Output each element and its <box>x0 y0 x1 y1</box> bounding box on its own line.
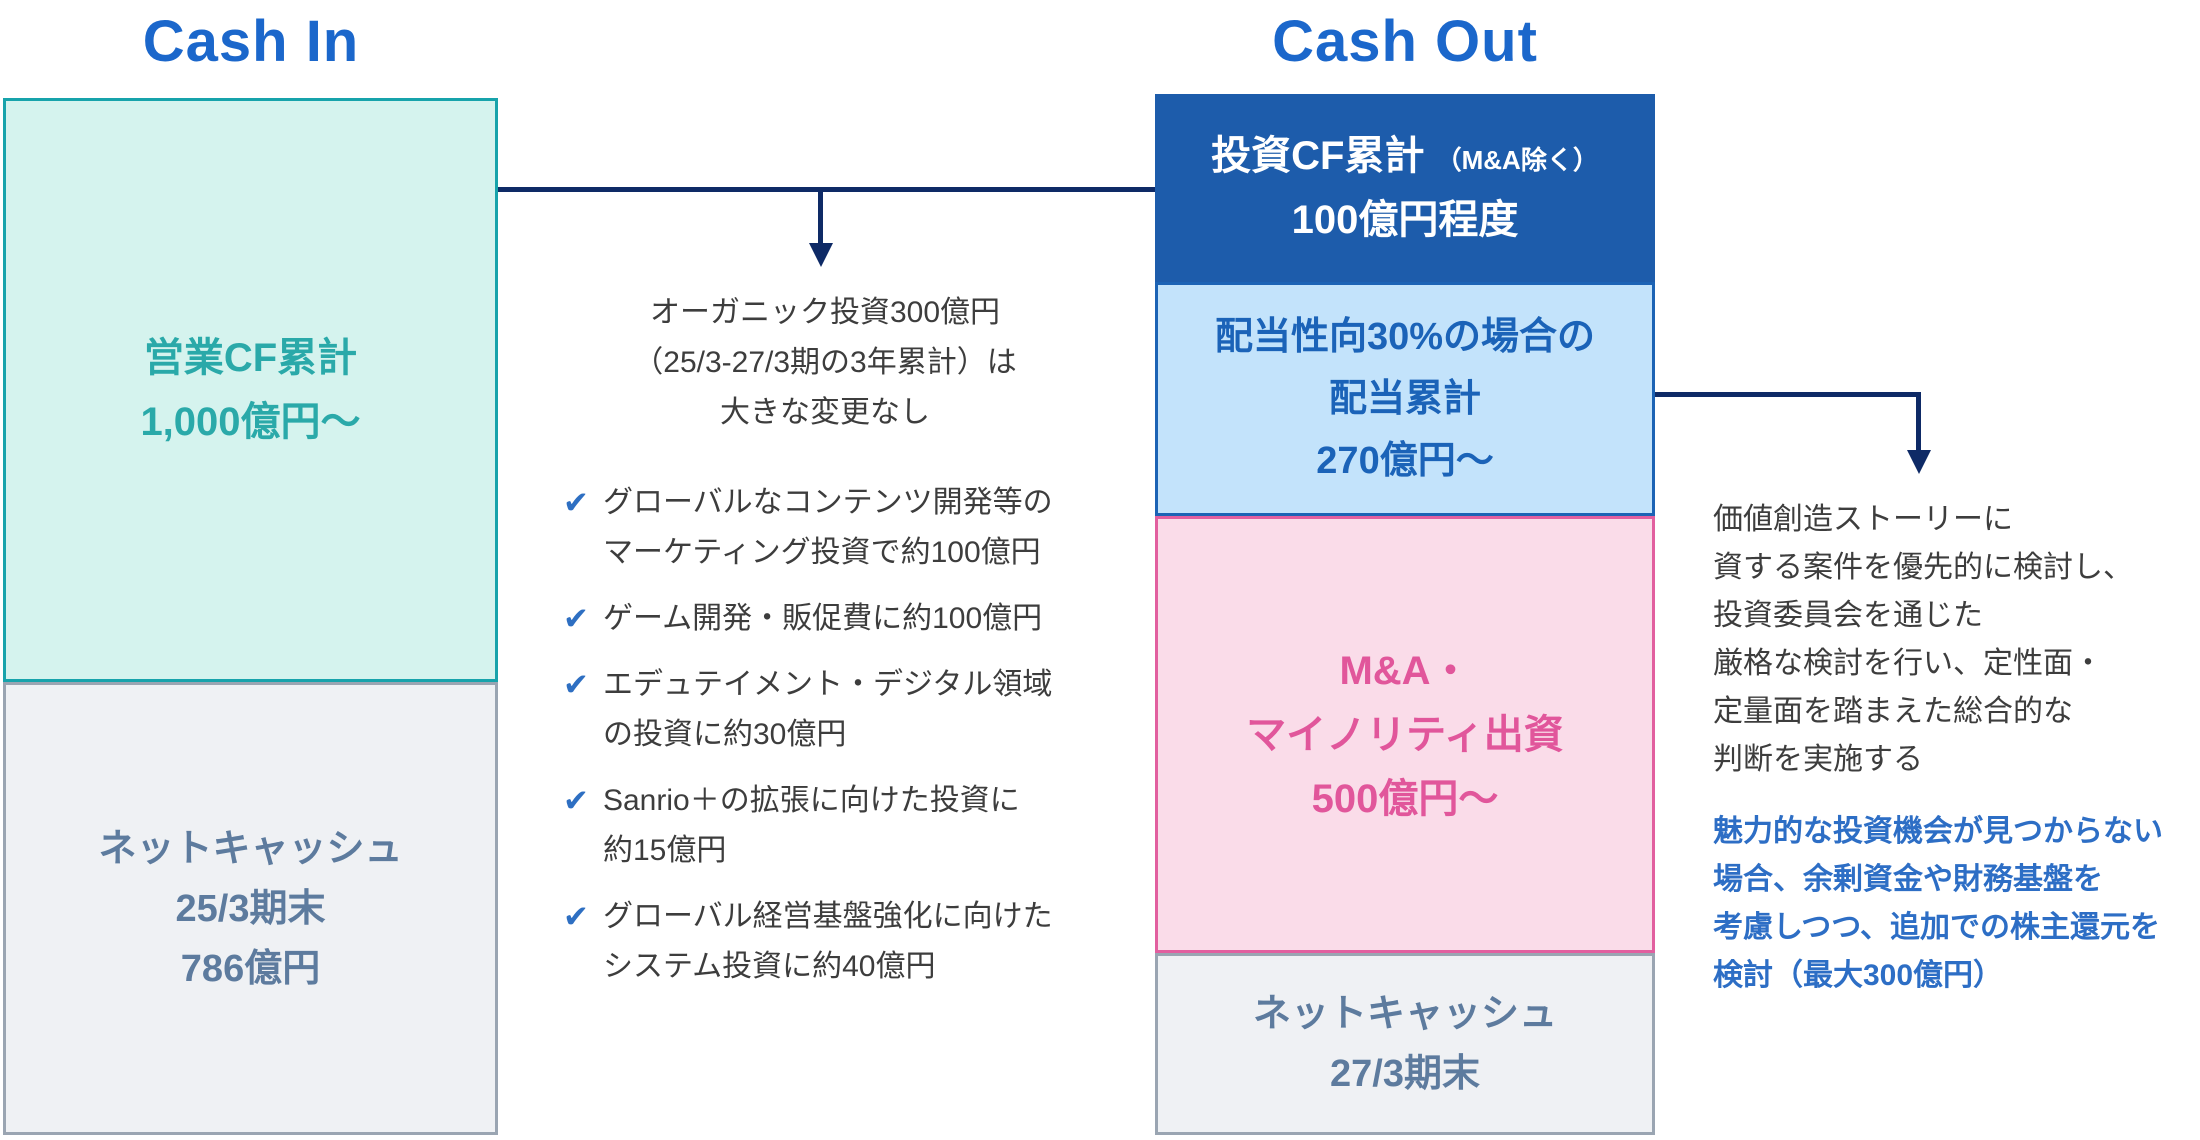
ma-amount: 500億円〜 <box>1311 776 1499 821</box>
connector-line-horizontal-right <box>1655 392 1921 397</box>
shareholder-return-paragraph: 魅力的な投資機会が見つからない 場合、余剰資金や財務基盤を 考慮しつつ、追加での… <box>1713 815 2163 992</box>
organic-heading-line: （25/3-27/3期の3年累計）は <box>633 346 1017 379</box>
dividend-amount: 270億円〜 <box>1316 440 1494 482</box>
dividend-label: 配当累計 <box>1328 378 1481 420</box>
check-icon: ✔ <box>563 667 589 702</box>
check-icon: ✔ <box>563 485 589 520</box>
down-arrow-icon <box>809 243 833 267</box>
investment-policy-paragraph: 価値創造ストーリーに 資する案件を優先的に検討し、 投資委員会を通じた 厳格な検… <box>1713 503 2133 776</box>
down-arrow-icon-right <box>1907 450 1931 474</box>
cash-out-title: Cash Out <box>1272 9 1538 74</box>
cash-in-title: Cash In <box>142 9 360 74</box>
connector-line-horizontal <box>498 187 1157 192</box>
operating-cf-label: 営業CF累計 <box>143 336 358 380</box>
net-cash-27-period: 27/3期末 <box>1330 1053 1480 1095</box>
dividend-box: 配当性向30%の場合の 配当累計 270億円〜 <box>1155 282 1655 516</box>
net-cash-25-period: 25/3期末 <box>175 887 326 930</box>
list-item-text: エデュテイメント・デジタル領域 の投資に約30億円 <box>602 668 1053 751</box>
list-item-text: グローバル経営基盤強化に向けた システム投資に約40億円 <box>602 900 1053 983</box>
net-cash-25-label: ネットキャッシュ <box>98 827 403 870</box>
investing-cf-note: （M&A除く） <box>1435 145 1599 175</box>
list-item-text: ゲーム開発・販促費に約100億円 <box>602 602 1043 635</box>
net-cash-25-amount: 786億円 <box>180 947 321 990</box>
organic-heading-line: オーガニック投資300億円 <box>649 296 1001 329</box>
net-cash-25-box: ネットキャッシュ 25/3期末 786億円 <box>3 682 498 1135</box>
check-icon: ✔ <box>563 601 589 636</box>
dividend-condition: 配当性向30%の場合の <box>1214 316 1596 358</box>
organic-heading-line: 大きな変更なし <box>720 396 930 429</box>
list-item: ✔ グローバルなコンテンツ開発等の マーケティング投資で約100億円 <box>563 478 1138 578</box>
down-arrow-stem-right <box>1916 392 1921 452</box>
list-item-text: グローバルなコンテンツ開発等の マーケティング投資で約100億円 <box>602 486 1053 569</box>
down-arrow-stem <box>818 187 823 245</box>
list-item: ✔ エデュテイメント・デジタル領域 の投資に約30億円 <box>563 660 1138 760</box>
list-item: ✔ Sanrio＋の拡張に向けた投資に 約15億円 <box>563 776 1138 876</box>
ma-label: M&A・ <box>1339 648 1471 693</box>
organic-note-heading: オーガニック投資300億円 （25/3-27/3期の3年累計）は 大きな変更なし <box>555 288 1095 438</box>
list-item: ✔ グローバル経営基盤強化に向けた システム投資に約40億円 <box>563 892 1138 992</box>
investing-cf-amount: 100億円程度 <box>1291 198 1519 242</box>
operating-cf-box: 営業CF累計 1,000億円〜 <box>3 98 498 682</box>
check-icon: ✔ <box>563 783 589 818</box>
ma-minority-box: M&A・ マイノリティ出資 500億円〜 <box>1155 516 1655 953</box>
operating-cf-amount: 1,000億円〜 <box>140 400 361 444</box>
minority-label: マイノリティ出資 <box>1246 712 1564 757</box>
list-item-text: Sanrio＋の拡張に向けた投資に 約15億円 <box>602 784 1020 867</box>
investing-cf-main: 投資CF累計 <box>1211 134 1425 178</box>
organic-investment-list: ✔ グローバルなコンテンツ開発等の マーケティング投資で約100億円 ✔ ゲーム… <box>563 478 1138 1008</box>
check-icon: ✔ <box>563 899 589 934</box>
investing-cf-box: 投資CF累計 （M&A除く） 100億円程度 <box>1155 94 1655 282</box>
investing-cf-label: 投資CF累計 （M&A除く） <box>1211 126 1599 190</box>
net-cash-27-box: ネットキャッシュ 27/3期末 <box>1155 953 1655 1135</box>
list-item: ✔ ゲーム開発・販促費に約100億円 <box>563 594 1138 644</box>
net-cash-27-label: ネットキャッシュ <box>1252 993 1557 1035</box>
